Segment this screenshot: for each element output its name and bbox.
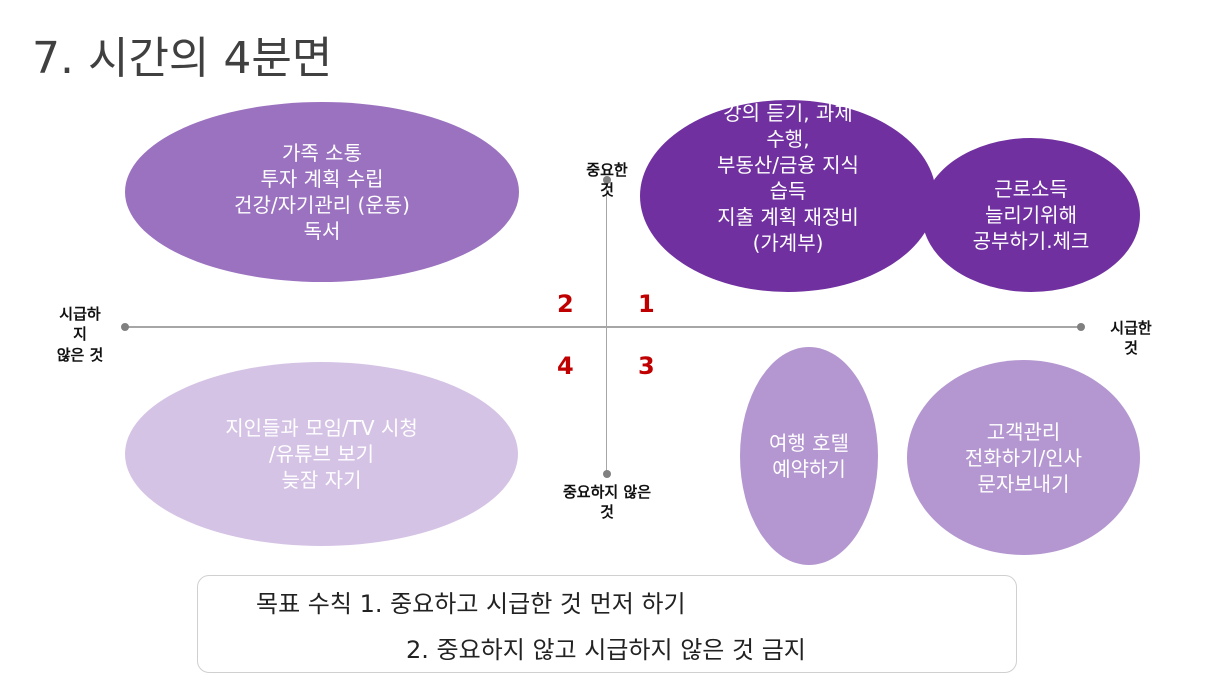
axis-end-right [1077, 323, 1085, 331]
axis-end-left [121, 323, 129, 331]
goal-rule-2: 2. 중요하지 않고 시급하지 않은 것 금지 [406, 636, 806, 664]
importance-axis [606, 178, 607, 475]
goal-rules-box: 목표 수칙 1. 중요하고 시급한 것 먼저 하기 2. 중요하지 않고 시급하… [197, 575, 1017, 673]
axis-label-important: 중요한 것 [586, 161, 628, 200]
axis-label-urgent: 시급한 것 [1110, 319, 1152, 358]
axis-label-not-important: 중요하지 않은 것 [562, 483, 652, 522]
goal-rule-1: 목표 수칙 1. 중요하고 시급한 것 먼저 하기 [256, 590, 686, 618]
quadrant1-ellipse-secondary: 근로소득 늘리기위해 공부하기.체크 [922, 138, 1140, 292]
slide-title: 7. 시간의 4분면 [32, 33, 333, 84]
quadrant-number-3: 3 [638, 352, 655, 380]
urgency-axis [125, 326, 1082, 328]
quadrant-number-4: 4 [557, 352, 574, 380]
quadrant2-ellipse: 가족 소통 투자 계획 수립 건강/자기관리 (운동) 독서 [125, 102, 519, 282]
axis-label-not-urgent: 시급하 지 않은 것 [56, 305, 104, 364]
quadrant3-ellipse-travel: 여행 호텔 예약하기 [740, 347, 878, 565]
quadrant-number-2: 2 [557, 290, 574, 318]
quadrant4-ellipse: 지인들과 모임/TV 시청 /유튜브 보기 늦잠 자기 [125, 362, 518, 546]
quadrant-number-1: 1 [638, 290, 655, 318]
axis-end-top [603, 176, 611, 184]
quadrant1-ellipse-main: 강의 듣기, 과제 수행, 부동산/금융 지식 습득 지출 계획 재정비 (가계… [640, 100, 936, 292]
quadrant3-ellipse-customer: 고객관리 전화하기/인사 문자보내기 [907, 360, 1140, 555]
axis-end-bottom [603, 470, 611, 478]
